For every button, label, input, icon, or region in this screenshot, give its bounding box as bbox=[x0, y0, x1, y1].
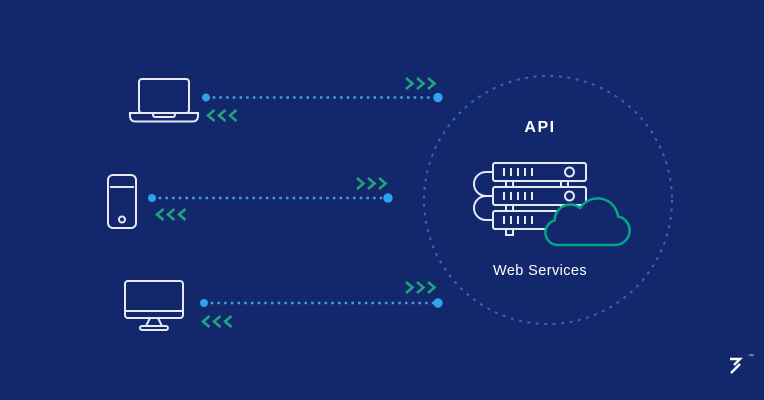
api-boundary-circle bbox=[423, 75, 673, 325]
web-services-label: Web Services bbox=[493, 263, 587, 279]
server-stack-icon bbox=[473, 162, 587, 236]
desktop-monitor-icon bbox=[124, 280, 184, 331]
server-vents bbox=[503, 168, 533, 224]
endpoint-dot bbox=[148, 194, 156, 202]
toptal-logo: ™ bbox=[725, 354, 757, 386]
connection-laptop bbox=[202, 77, 443, 122]
api-label: API bbox=[524, 119, 556, 136]
endpoint-dot bbox=[202, 93, 210, 102]
laptop-icon bbox=[129, 78, 199, 123]
cloud-icon bbox=[544, 197, 631, 247]
endpoint-dot bbox=[433, 92, 443, 103]
response-chevrons-left bbox=[154, 208, 187, 221]
connection-desktop bbox=[200, 281, 443, 328]
toptal-logo-icon bbox=[730, 357, 743, 374]
endpoint-dot bbox=[383, 193, 393, 203]
smartphone-icon bbox=[107, 174, 137, 229]
trademark-symbol: ™ bbox=[748, 354, 754, 360]
request-chevrons-right bbox=[405, 77, 437, 90]
endpoint-dot bbox=[433, 298, 443, 308]
request-chevrons-right bbox=[405, 281, 437, 294]
request-chevrons-right bbox=[356, 177, 388, 190]
endpoint-dot bbox=[200, 299, 208, 307]
response-chevrons-left bbox=[200, 315, 233, 328]
connection-smartphone bbox=[148, 177, 393, 221]
response-chevrons-left bbox=[205, 109, 238, 122]
